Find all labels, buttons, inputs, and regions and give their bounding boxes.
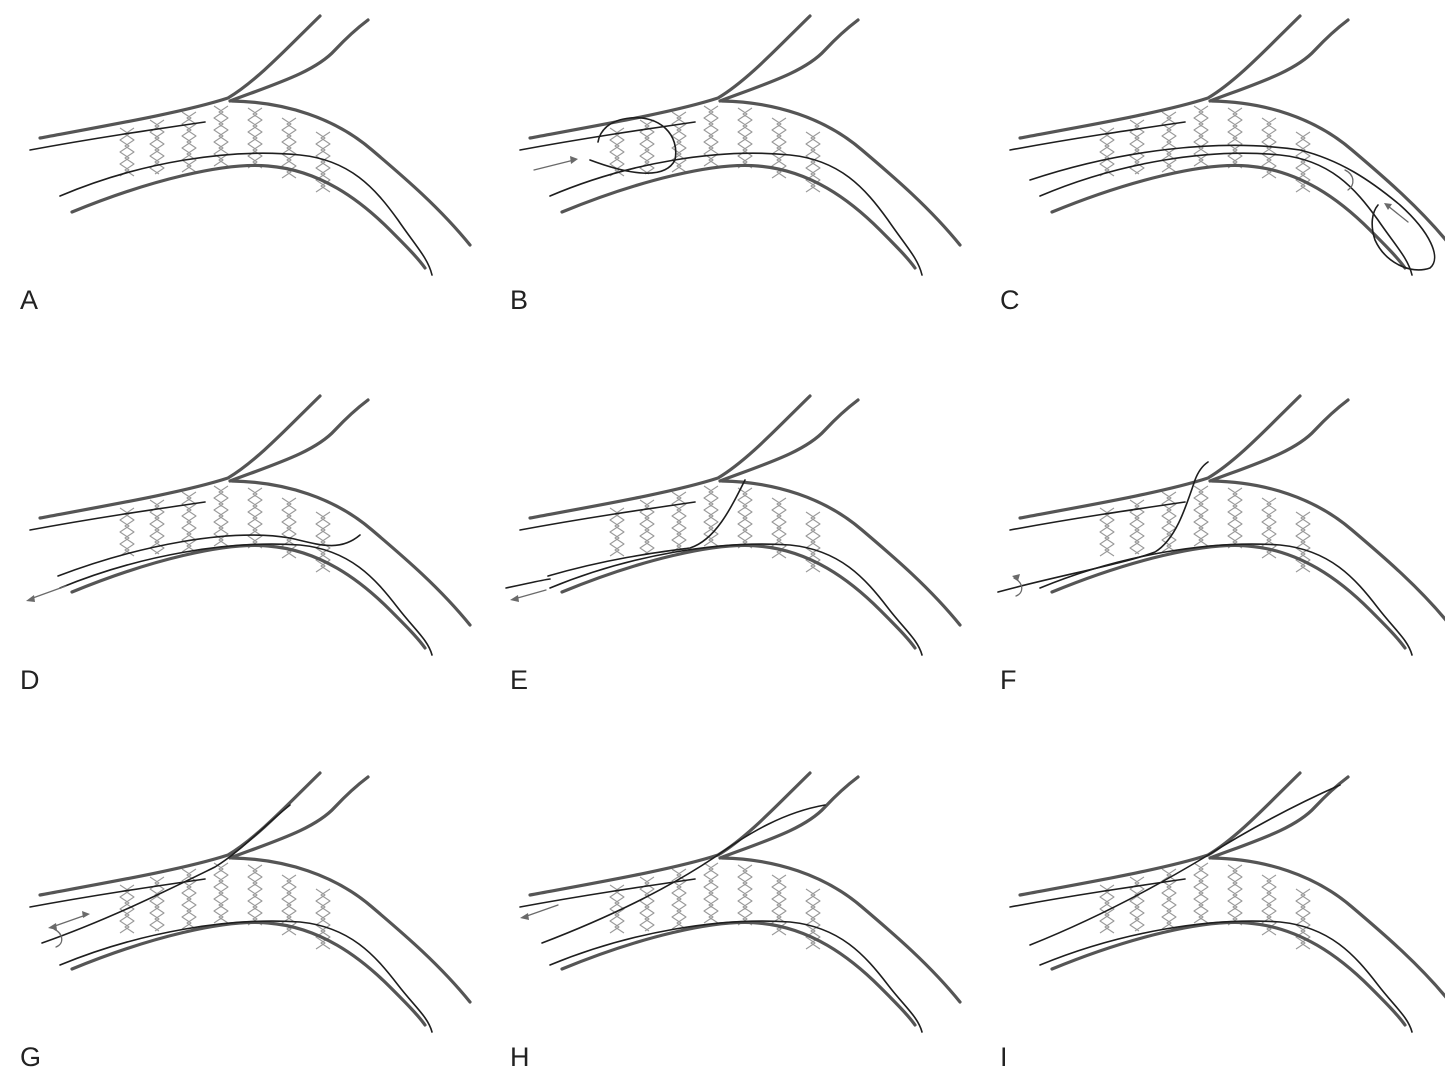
motion-arrow: [30, 586, 66, 599]
vessel: [530, 396, 960, 648]
vessel: [1020, 396, 1445, 648]
guidewire-main: [1040, 544, 1412, 655]
guidewire-main: [60, 544, 432, 655]
arrowhead: [510, 595, 519, 602]
stent: [1100, 106, 1310, 192]
panel-label-d: D: [20, 665, 40, 695]
panel-label-g: G: [20, 1042, 41, 1072]
motion-arrow: [52, 915, 86, 927]
panel-label-e: E: [510, 665, 528, 695]
vessel: [40, 773, 470, 1025]
panel-g: G: [20, 773, 470, 1072]
guidewire-main: [60, 921, 432, 1032]
panel-label-f: F: [1000, 665, 1017, 695]
vessel: [1020, 16, 1445, 268]
guidewire-main: [550, 153, 922, 275]
stent: [120, 106, 330, 192]
motion-arrow: [1388, 206, 1408, 222]
guidewire-main: [60, 153, 432, 275]
panel-a: A: [20, 16, 470, 315]
panel-f: F: [998, 396, 1445, 695]
motion-arrow: [534, 160, 574, 170]
guidewire-main: [1040, 921, 1412, 1032]
guidewire-main: [1040, 153, 1412, 275]
panel-h: H: [510, 773, 960, 1072]
vessel: [1020, 773, 1445, 1025]
guidewire-branch: [1030, 785, 1340, 945]
panel-b: B: [510, 16, 960, 315]
guidewire-main: [550, 921, 922, 1032]
panel-label-i: I: [1000, 1042, 1008, 1072]
panel-d: D: [20, 396, 470, 695]
vessel: [40, 396, 470, 648]
panel-label-a: A: [20, 285, 38, 315]
guidewire-pullback: [58, 535, 360, 576]
arrowhead: [520, 913, 529, 920]
motion-arrow: [524, 905, 558, 917]
arrowhead: [26, 595, 35, 602]
arrowhead: [82, 911, 90, 918]
vessel: [530, 773, 960, 1025]
guidewire-tail: [506, 579, 550, 588]
panel-label-c: C: [1000, 285, 1020, 315]
stent: [610, 106, 820, 192]
arrowhead: [48, 923, 57, 930]
panel-i: I: [1000, 773, 1445, 1072]
panel-e: E: [506, 396, 960, 695]
panel-c: C: [1000, 16, 1445, 315]
motion-arrow: [514, 590, 546, 599]
panel-label-b: B: [510, 285, 528, 315]
arrowhead: [570, 156, 578, 164]
rotation-arrow: [1345, 170, 1353, 190]
guidewire-main: [550, 544, 922, 655]
panel-label-h: H: [510, 1042, 530, 1072]
arrowhead: [1012, 574, 1020, 581]
